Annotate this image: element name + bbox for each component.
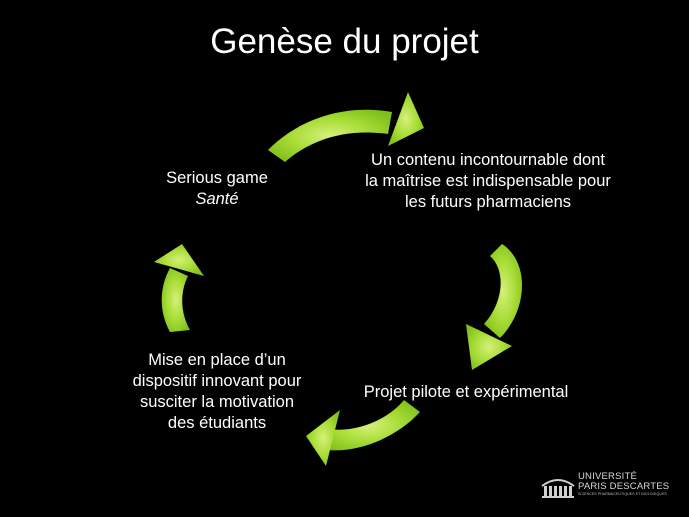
arrow-bottom xyxy=(306,400,420,466)
node-contenu-line-2: la maîtrise est indispensable pour xyxy=(365,172,611,190)
node-mise-en-place-line-3: susciter la motivation xyxy=(139,393,295,411)
node-mise-en-place-line-2: dispositif innovant pour xyxy=(132,372,302,390)
node-serious-game-line-1: Serious game xyxy=(166,169,268,187)
node-serious-game-line-2: Santé xyxy=(195,190,239,208)
node-contenu-line-1: Un contenu incontournable dont xyxy=(371,151,605,169)
node-mise-en-place-line-4: des étudiants xyxy=(167,414,267,432)
node-mise-en-place-line-1: Mise en place d’un xyxy=(148,351,286,369)
university-logo: UNIVERSITÉ PARIS DESCARTES SCIENCES PHAR… xyxy=(540,472,670,502)
logo-line-2: PARIS DESCARTES xyxy=(578,481,670,492)
node-projet-pilote-line-1: Projet pilote et expérimental xyxy=(363,383,569,401)
node-contenu-line-3: les futurs pharmaciens xyxy=(405,193,571,211)
university-emblem-icon xyxy=(541,479,575,498)
node-contenu: Un contenu incontournable dont la maîtri… xyxy=(338,150,638,213)
node-serious-game: Serious game Santé xyxy=(132,168,302,210)
slide-title: Genèse du projet xyxy=(210,22,479,61)
node-projet-pilote: Projet pilote et expérimental xyxy=(336,382,596,403)
arrow-left xyxy=(154,244,204,332)
university-logo-text: UNIVERSITÉ PARIS DESCARTES SCIENCES PHAR… xyxy=(578,472,669,497)
arrow-right xyxy=(466,244,523,370)
arrow-top xyxy=(268,92,424,162)
logo-line-1: UNIVERSITÉ xyxy=(578,471,638,482)
logo-line-3: SCIENCES PHARMACEUTIQUES ET BIOLOGIQUES xyxy=(578,492,667,496)
node-mise-en-place: Mise en place d’un dispositif innovant p… xyxy=(104,350,330,434)
